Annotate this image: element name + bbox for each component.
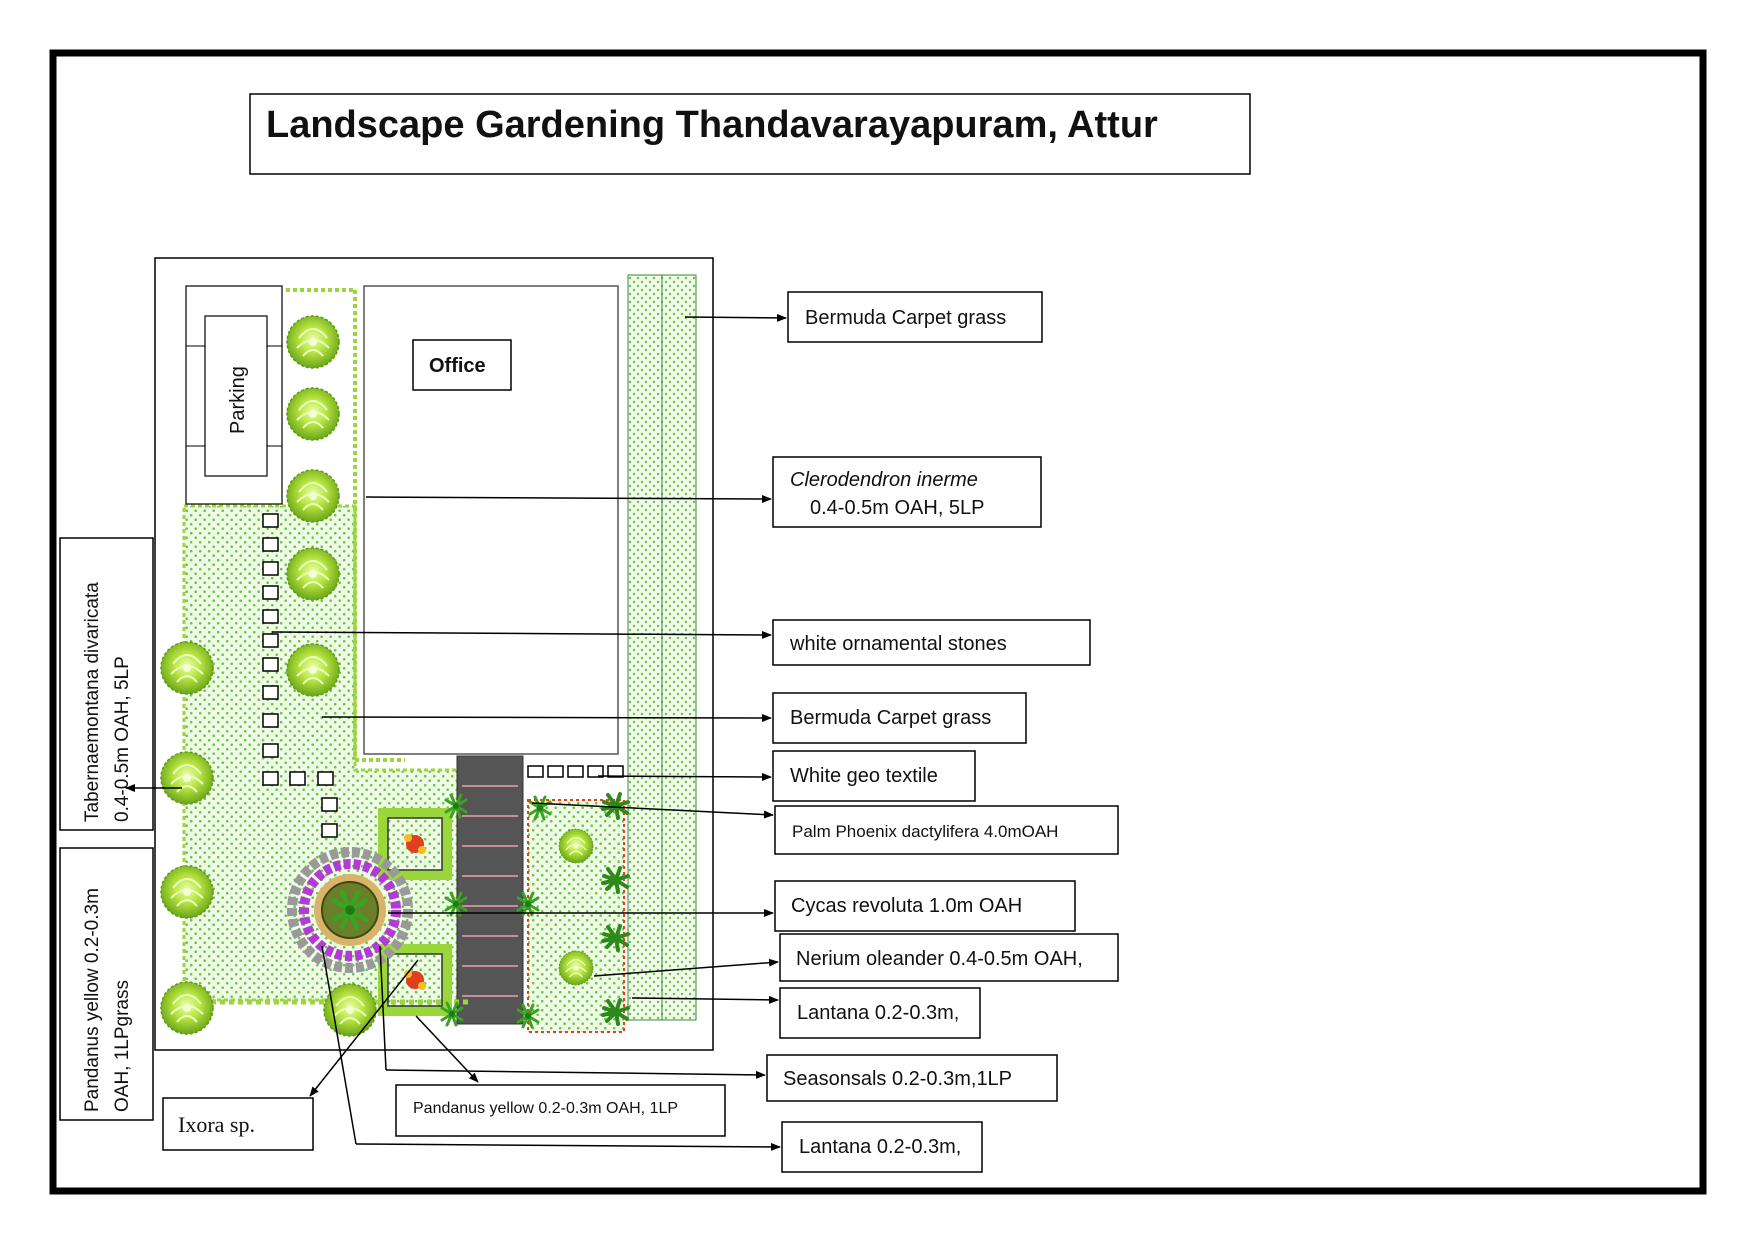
label-cycas: Cycas revoluta 1.0m OAH [774, 880, 1076, 932]
svg-text:White geo textile: White geo textile [790, 765, 938, 787]
svg-text:Bermuda Carpet grass: Bermuda Carpet grass [790, 707, 991, 729]
label-lantana-2: Lantana 0.2-0.3m, [781, 1121, 983, 1173]
driveway-markings [462, 785, 518, 997]
circular-feature [287, 847, 413, 973]
svg-text:Lantana 0.2-0.3m,: Lantana 0.2-0.3m, [799, 1136, 961, 1158]
label-clerodendron: Clerodendron inerme 0.4-0.5m OAH, 5LP [772, 456, 1042, 528]
svg-text:Cycas revoluta 1.0m OAH: Cycas revoluta 1.0m OAH [791, 895, 1022, 917]
label-bermuda-mid: Bermuda Carpet grass [772, 692, 1027, 744]
label-pandanus-left: Pandanus yellow 0.2-0.3m OAH, 1LPgrass [59, 847, 154, 1121]
stepping-stones [262, 513, 624, 838]
label-tabernaemontana: Tabernaemontana divaricata 0.4-0.5m OAH,… [59, 537, 154, 831]
svg-text:Clerodendron inerme: Clerodendron inerme [790, 469, 978, 491]
office-label: Office [429, 355, 486, 377]
page-title: Landscape Gardening Thandavarayapuram, A… [266, 104, 1158, 146]
svg-text:Nerium oleander 0.4-0.5m OAH,: Nerium oleander 0.4-0.5m OAH, [796, 948, 1083, 970]
svg-text:OAH, 1LPgrass: OAH, 1LPgrass [112, 980, 133, 1112]
svg-text:0.4-0.5m OAH, 5LP: 0.4-0.5m OAH, 5LP [810, 497, 985, 519]
label-ixora: Ixora sp. [162, 1097, 314, 1151]
label-pandanus-bottom: Pandanus yellow 0.2-0.3m OAH, 1LP [395, 1084, 726, 1137]
bermuda-strip-left [627, 274, 663, 1021]
leader-arrows [125, 313, 787, 1151]
bermuda-strip-right [661, 274, 697, 1021]
svg-text:Pandanus yellow 0.2-0.3m OAH,: Pandanus yellow 0.2-0.3m OAH, 1LP [413, 1100, 678, 1117]
label-seasonals: Seasonsals 0.2-0.3m,1LP [766, 1054, 1058, 1102]
parking-bay [204, 315, 268, 477]
label-bermuda-top: Bermuda Carpet grass [787, 291, 1043, 343]
svg-text:Seasonsals 0.2-0.3m,1LP: Seasonsals 0.2-0.3m,1LP [783, 1068, 1012, 1090]
svg-text:Ixora sp.: Ixora sp. [178, 1112, 255, 1137]
label-palm: Palm Phoenix dactylifera 4.0mOAH [774, 805, 1119, 855]
label-lantana-1: Lantana 0.2-0.3m, [779, 987, 981, 1039]
svg-text:Tabernaemontana divaricata: Tabernaemontana divaricata [82, 582, 103, 822]
svg-text:white ornamental stones: white ornamental stones [789, 633, 1007, 655]
svg-text:0.4-0.5m OAH, 5LP: 0.4-0.5m OAH, 5LP [112, 656, 133, 822]
office-label-box [412, 339, 512, 391]
svg-text:Bermuda Carpet grass: Bermuda Carpet grass [805, 307, 1006, 329]
driveway [456, 755, 524, 1025]
svg-text:Pandanus yellow 0.2-0.3m: Pandanus yellow 0.2-0.3m [82, 888, 103, 1112]
parking-label: Parking [227, 366, 249, 434]
svg-text:Lantana 0.2-0.3m,: Lantana 0.2-0.3m, [797, 1002, 959, 1024]
label-nerium: Nerium oleander 0.4-0.5m OAH, [779, 933, 1119, 982]
label-geo-textile: White geo textile [772, 750, 976, 802]
title-box [249, 93, 1251, 175]
svg-text:Palm Phoenix dactylifera 4.0mO: Palm Phoenix dactylifera 4.0mOAH [792, 822, 1058, 841]
label-white-stones: white ornamental stones [772, 619, 1091, 666]
